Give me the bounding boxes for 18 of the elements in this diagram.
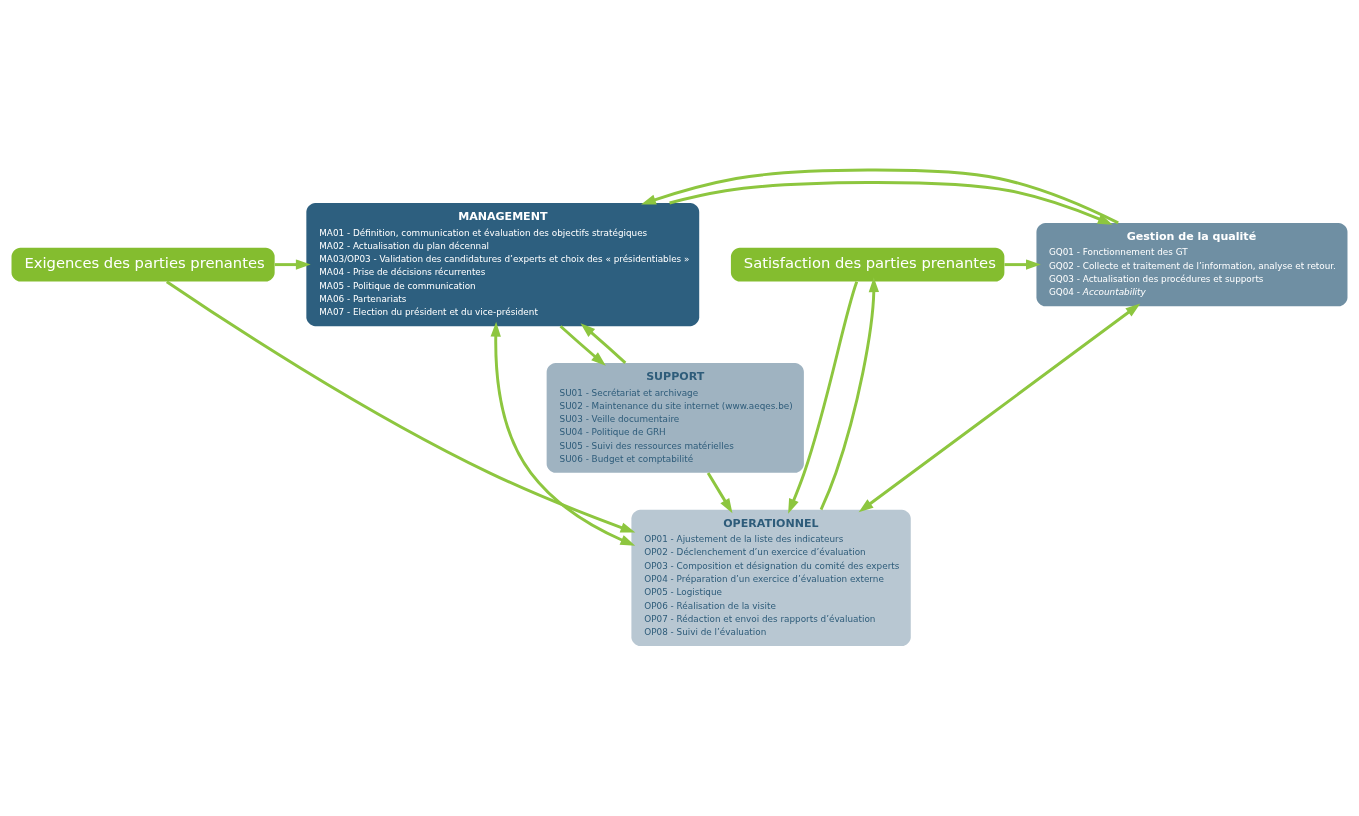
arrow: [1004, 259, 1041, 270]
node-box: SUPPORT SU01 - Secrétariat et archivage SU02 - Maintenance du site internet (www.aeqes.be) SU03 - Veille documentaire SU04 - Politique de GRH SU05 - Suivi des ressources matérielles SU06 - Budget et comptabilité: [546, 363, 804, 473]
arrow: [559, 325, 606, 366]
arrow: [858, 303, 1141, 513]
node-box: Satisfaction des parties prenantes: [730, 247, 1005, 282]
arrow: [490, 321, 636, 546]
node-box: OPERATIONNEL OP01 - Ajustement de la liste des indicateurs OP02 - Déclenchement d’un exercice d’évaluation OP03 - Composition et désignation du comité des experts OP04 - Préparation d’un exercice d’évaluation externe OP05 - Logistique OP06 - Réalisation de la visite OP07 - Rédaction et envoi des rapports d’évaluation OP08 - Suivi de l’évaluation: [631, 509, 911, 647]
arrow: [274, 259, 311, 270]
node-box: Gestion de la qualité GQ01 - Fonctionnement des GT GQ02 - Collecte et traitement de l’information, analyse et retour. GQ03 - Actualisation des procédures et supports GQ04 - Accountability: [1036, 222, 1348, 307]
arrow: [819, 277, 880, 511]
arrow: [788, 281, 859, 514]
arrow: [165, 280, 636, 533]
arrow: [669, 181, 1113, 225]
arrow: [580, 323, 627, 364]
node-box: Exigences des parties prenantes: [11, 247, 275, 282]
node-box: MANAGEMENT MA01 - Définition, communication et évaluation des objectifs stratégiques MA02 - Actualisation du plan décennal MA03/OP03 - Validation des candidatures d’experts et choix des « présidentiables » MA04 - Prise de décisions récurrentes MA05 - Politique de communication MA06 - Partenariats MA07 - Election du président et du vice-président: [306, 203, 700, 327]
arrow: [706, 472, 733, 514]
arrow: [641, 168, 1119, 225]
